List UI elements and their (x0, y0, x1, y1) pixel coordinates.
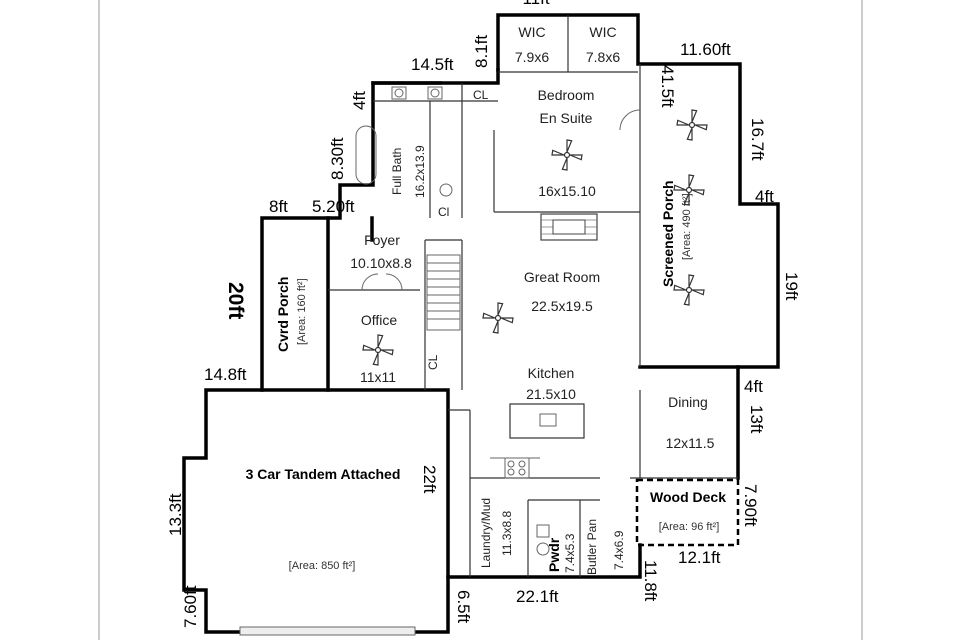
closet-top: CL (473, 88, 489, 102)
bedroom-name-line1: Bedroom (538, 87, 595, 103)
dim-wic-height: 8.1ft (472, 35, 491, 68)
garage-name: 3 Car Tandem Attached (246, 466, 401, 482)
dim-porch-right: 19ft (782, 272, 801, 301)
dim-wic-right: 41.5ft (658, 65, 677, 108)
wic2-size: 7.8x6 (586, 49, 620, 65)
wood-deck-area: [Area: 96 ft²] (659, 521, 720, 533)
dim-dining-right: 13ft (747, 405, 766, 434)
screened-porch-area: [Area: 490 ft²] (681, 193, 693, 260)
laundry-size: 11.3x8.8 (500, 511, 514, 556)
ceiling-fan-icon (362, 334, 394, 366)
wic1-size: 7.9x6 (515, 49, 549, 65)
cvrd-porch-area: [Area: 160 ft²] (296, 278, 308, 345)
dim-foyer-top-left: 8ft (269, 197, 288, 216)
dim-bottom: 22.1ft (516, 587, 559, 606)
ceiling-fan-icon (482, 302, 514, 334)
wood-deck-outline (635, 478, 740, 547)
kitchen-size: 21.5x10 (526, 386, 576, 402)
dim-bath-step: 4ft (350, 91, 369, 110)
bedroom-size: 16x15.10 (538, 183, 596, 199)
full-bath-size: 16.2x13.9 (413, 145, 427, 198)
kitchen-name: Kitchen (528, 365, 575, 381)
great-room-size: 22.5x19.5 (531, 298, 593, 314)
dim-garage-right-lower: 6.5ft (454, 590, 473, 623)
great-room-name: Great Room (524, 269, 600, 285)
ceiling-fan-icon (676, 109, 708, 141)
ceiling-fan-icon (673, 274, 705, 306)
dim-bottom-right-lower: 11.8ft (641, 560, 660, 602)
dining-name: Dining (668, 394, 708, 410)
ceiling-fans (362, 109, 708, 366)
butler-size: 7.4x6.9 (612, 530, 626, 570)
dim-garage-top-left: 14.8ft (204, 365, 247, 384)
cvrd-porch-name: Cvrd Porch (275, 277, 291, 352)
wood-deck-name: Wood Deck (650, 489, 726, 505)
dim-garage-right: 22ft (420, 465, 439, 494)
dim-bath-top: 14.5ft (411, 55, 454, 74)
dimension-labels: 11ft 8.1ft 41.5ft 14.5ft 11.60ft 4ft 8.3… (166, 0, 801, 628)
dim-cvrd-left: 20ft (224, 282, 247, 319)
laundry-name: Laundry/Mud (479, 498, 493, 568)
foyer-name: Foyer (364, 232, 400, 248)
dim-dining-step: 4ft (744, 377, 763, 396)
interior-walls (239, 15, 738, 636)
dim-porch-top: 11.60ft (680, 40, 731, 59)
exterior-walls (182, 13, 780, 634)
closet-office: CL (426, 354, 440, 370)
dim-foyer-top: 5.20ft (312, 197, 355, 216)
butler-name: Butler Pan (585, 519, 599, 575)
wic2-name: WIC (589, 24, 616, 40)
dim-garage-left-lower: 7.60ft (181, 585, 200, 628)
office-size: 11x11 (360, 369, 396, 385)
dim-deck-bottom: 12.1ft (678, 548, 721, 567)
dining-size: 12x11.5 (666, 435, 715, 451)
pwdr-size: 7.4x5.3 (563, 533, 577, 573)
wic1-name: WIC (518, 24, 545, 40)
dim-porch-right-upper: 16.7ft (748, 118, 767, 161)
bedroom-name-line2: En Suite (540, 110, 593, 126)
full-bath-name: Full Bath (390, 148, 404, 195)
closet-bath: Cl (438, 205, 449, 219)
pwdr-name: Pwdr (546, 537, 562, 572)
office-name: Office (361, 312, 398, 328)
ceiling-fan-icon (551, 139, 583, 171)
dim-deck-right: 7.90ft (741, 484, 760, 527)
dim-top-cut: 11ft (522, 0, 549, 8)
screened-porch-name: Screened Porch (660, 180, 676, 287)
dim-garage-left: 13.3ft (166, 493, 185, 536)
foyer-size: 10.10x8.8 (350, 255, 412, 271)
ceiling-fan-icon (673, 174, 705, 206)
dim-porch-step: 4ft (755, 187, 774, 206)
garage-area: [Area: 850 ft²] (289, 560, 356, 572)
dim-bath-left: 8.30ft (328, 137, 347, 180)
room-labels: WIC 7.9x6 WIC 7.8x6 Bedroom En Suite 16x… (246, 24, 727, 575)
